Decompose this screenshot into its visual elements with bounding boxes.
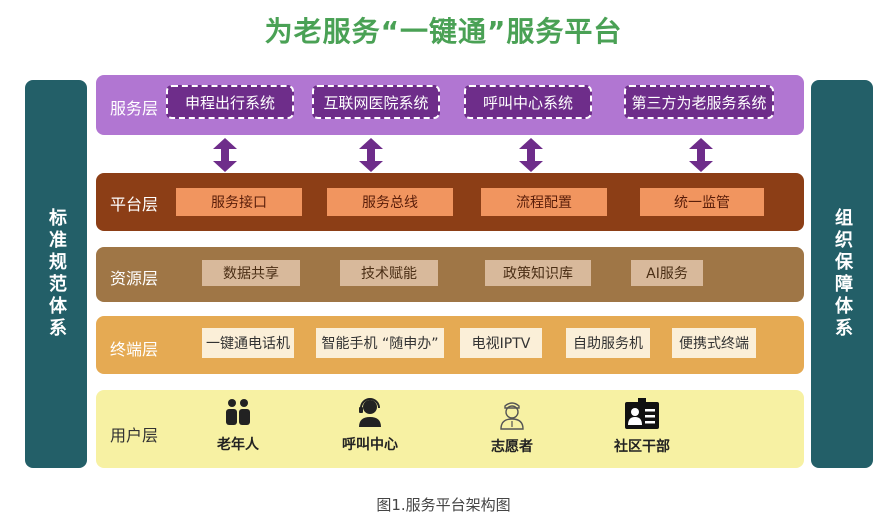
terminal-layer-label: 终端层 bbox=[110, 340, 159, 359]
service-item: 互联网医院系统 bbox=[312, 85, 440, 119]
service-item: 呼叫中心系统 bbox=[464, 85, 592, 119]
terminal-item: 电视IPTV bbox=[460, 328, 542, 358]
organization-panel-label: 组织保障体系 bbox=[832, 208, 853, 340]
user-label: 老年人 bbox=[217, 437, 259, 453]
resource-item: 技术赋能 bbox=[340, 260, 438, 286]
terminal-item: 便携式终端 bbox=[672, 328, 756, 358]
platform-item: 服务总线 bbox=[327, 188, 453, 216]
user-label: 志愿者 bbox=[491, 439, 533, 455]
volunteer-nurse-icon bbox=[500, 402, 524, 430]
terminal-item: 自助服务机 bbox=[566, 328, 650, 358]
service-layer-label: 服务层 bbox=[110, 99, 159, 118]
service-layer: 服务层 申程出行系统 互联网医院系统 呼叫中心系统 第三方为老服务系统 bbox=[96, 75, 804, 135]
service-item: 申程出行系统 bbox=[166, 85, 294, 119]
standards-panel: 标准规范体系 bbox=[25, 80, 87, 468]
resource-layer-label: 资源层 bbox=[110, 269, 159, 288]
diagram-title: 为老服务“一键通”服务平台 bbox=[264, 15, 623, 48]
call-center-agent-icon bbox=[359, 398, 381, 427]
user-layer: 用户层 老年人 呼叫中心 志愿者 bbox=[96, 390, 804, 468]
double-arrow-icon bbox=[689, 138, 713, 172]
terminal-item: 智能手机 “随申办” bbox=[316, 328, 444, 358]
platform-layer-label: 平台层 bbox=[110, 195, 159, 214]
id-badge-icon bbox=[625, 398, 659, 429]
double-arrow-icon bbox=[519, 138, 543, 172]
resource-layer: 资源层 数据共享 技术赋能 政策知识库 AI服务 bbox=[96, 247, 804, 302]
figure-caption: 图1.服务平台架构图 bbox=[376, 496, 511, 514]
user-layer-label: 用户层 bbox=[110, 426, 159, 445]
resource-item: 数据共享 bbox=[202, 260, 300, 286]
resource-item: 政策知识库 bbox=[485, 260, 591, 286]
terminal-layer: 终端层 一键通电话机 智能手机 “随申办” 电视IPTV 自助服务机 便携式终端 bbox=[96, 316, 804, 374]
organization-panel: 组织保障体系 bbox=[811, 80, 873, 468]
platform-item: 流程配置 bbox=[481, 188, 607, 216]
user-label: 社区干部 bbox=[614, 439, 670, 455]
user-community-cadre: 社区干部 bbox=[597, 398, 687, 456]
user-volunteer: 志愿者 bbox=[467, 398, 557, 456]
user-elderly: 老年人 bbox=[193, 398, 283, 454]
user-call-center: 呼叫中心 bbox=[325, 398, 415, 454]
platform-layer: 平台层 服务接口 服务总线 流程配置 统一监管 bbox=[96, 173, 804, 231]
terminal-item: 一键通电话机 bbox=[202, 328, 294, 358]
resource-item: AI服务 bbox=[631, 260, 703, 286]
service-item: 第三方为老服务系统 bbox=[624, 85, 774, 119]
elderly-people-icon bbox=[226, 399, 250, 425]
user-label: 呼叫中心 bbox=[342, 437, 398, 453]
platform-item: 统一监管 bbox=[640, 188, 764, 216]
double-arrow-icon bbox=[359, 138, 383, 172]
platform-item: 服务接口 bbox=[176, 188, 302, 216]
standards-panel-label: 标准规范体系 bbox=[46, 208, 67, 340]
double-arrow-icon bbox=[213, 138, 237, 172]
